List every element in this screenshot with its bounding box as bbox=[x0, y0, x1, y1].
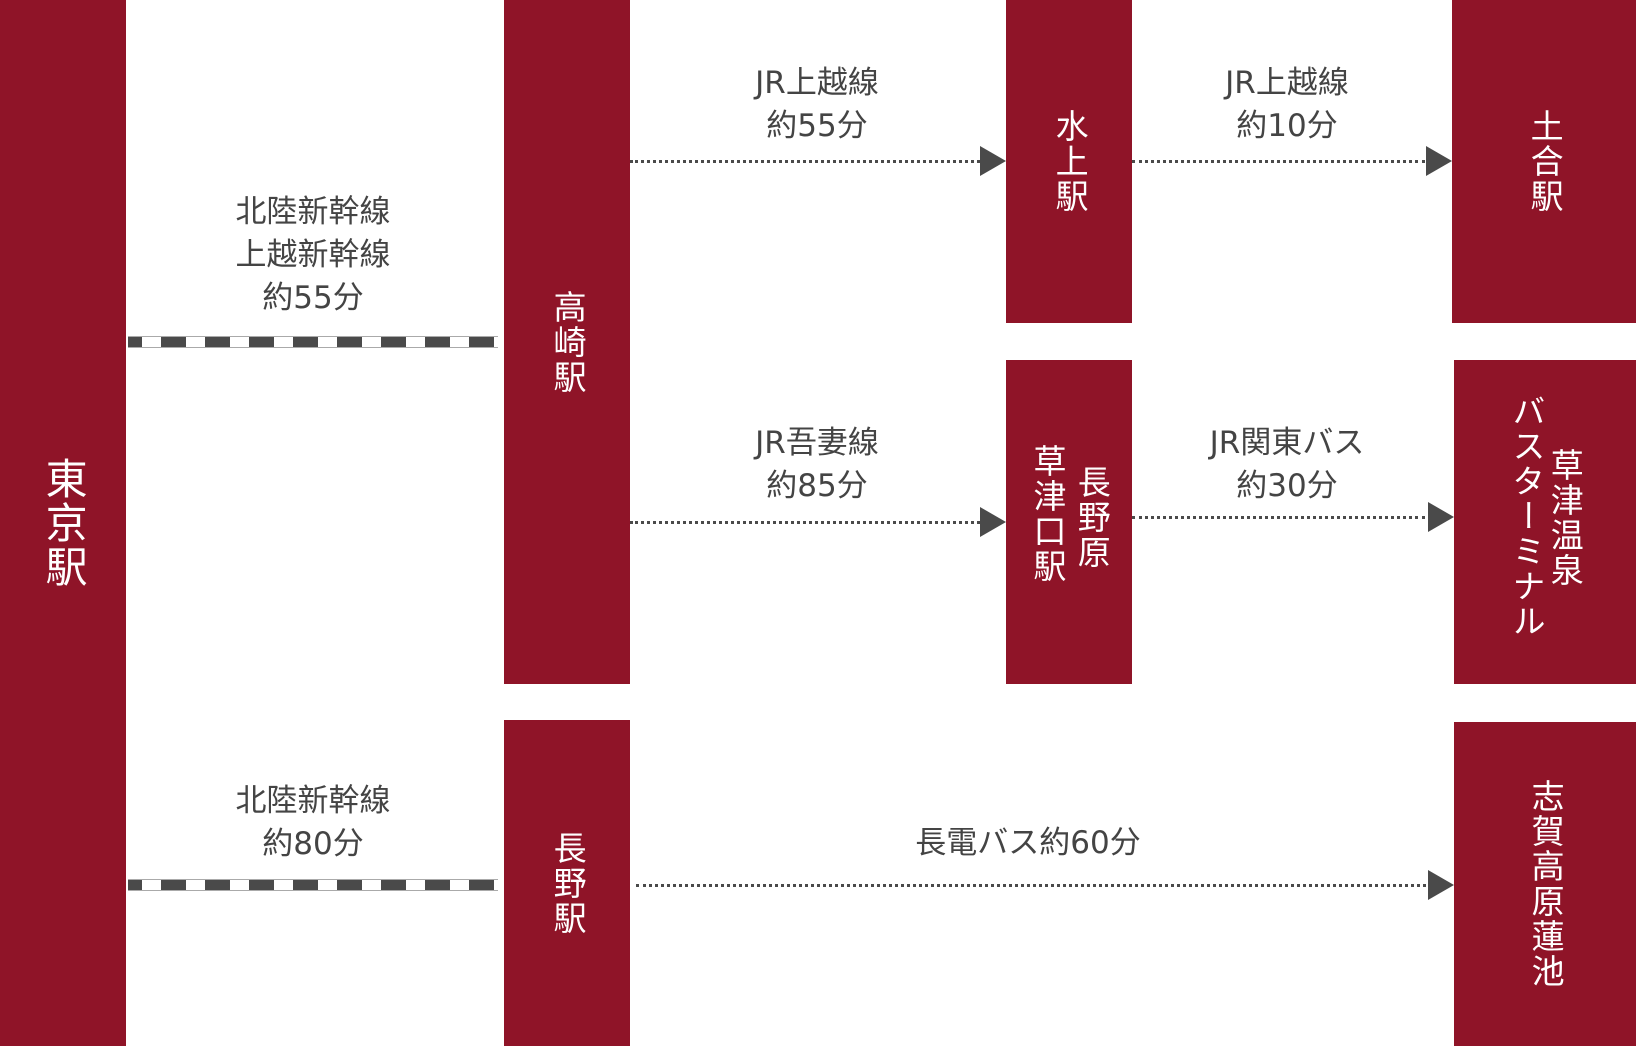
station-label: 志賀高原蓮池 bbox=[1526, 779, 1566, 989]
station-nagano: 長野駅 bbox=[504, 720, 630, 1046]
station-tokyo: 東京駅 bbox=[0, 0, 126, 1046]
station-label: バスターミナル bbox=[1507, 394, 1546, 639]
route-line-minakami-doai bbox=[1132, 160, 1425, 163]
station-shiga-kogen: 志賀高原蓮池 bbox=[1454, 722, 1636, 1046]
arrow-right-icon bbox=[980, 146, 1006, 176]
station-label: 長野駅 bbox=[548, 830, 588, 936]
station-label: 長野原 bbox=[1072, 465, 1112, 570]
station-label: 東京駅 bbox=[39, 457, 89, 589]
line-name: JR上越線 bbox=[755, 65, 879, 101]
line-name: 北陸新幹線 bbox=[235, 194, 391, 230]
arrow-right-icon bbox=[1426, 146, 1452, 176]
arrow-right-icon bbox=[980, 507, 1006, 537]
route-line-naganohara-kusatsu bbox=[1132, 516, 1425, 519]
arrow-right-icon bbox=[1428, 502, 1454, 532]
route-label-tokyo-takasaki: 北陸新幹線 上越新幹線 約55分 bbox=[236, 191, 391, 320]
line-name: JR上越線 bbox=[1225, 65, 1349, 101]
route-label-takasaki-naganohara: JR吾妻線 約85分 bbox=[755, 422, 879, 508]
station-label: 土合駅 bbox=[1525, 109, 1565, 214]
route-label-nagano-shiga: 長電バス約60分 bbox=[915, 822, 1140, 865]
route-label-tokyo-nagano: 北陸新幹線 約80分 bbox=[236, 780, 391, 866]
travel-time: 約30分 bbox=[1236, 468, 1338, 504]
travel-time: 約80分 bbox=[262, 826, 364, 862]
line-name: 北陸新幹線 bbox=[235, 783, 391, 819]
station-label: 草津温泉 bbox=[1545, 448, 1585, 588]
travel-time: 約10分 bbox=[1236, 108, 1338, 144]
travel-time: 約55分 bbox=[766, 108, 868, 144]
shinkansen-line-nagano bbox=[128, 879, 498, 891]
station-label: 草津口駅 bbox=[1028, 444, 1067, 584]
station-label: 水上駅 bbox=[1050, 109, 1090, 214]
station-doai: 土合駅 bbox=[1452, 0, 1636, 323]
station-minakami: 水上駅 bbox=[1006, 0, 1132, 323]
route-label-takasaki-minakami: JR上越線 約55分 bbox=[755, 62, 879, 148]
line-name: JR関東バス bbox=[1209, 425, 1365, 461]
arrow-right-icon bbox=[1428, 870, 1454, 900]
route-label-naganohara-kusatsu: JR関東バス 約30分 bbox=[1210, 422, 1365, 508]
route-line-nagano-shiga bbox=[636, 884, 1426, 887]
line-name: 長電バス約60分 bbox=[915, 825, 1141, 861]
line-name: JR吾妻線 bbox=[755, 425, 879, 461]
travel-time: 約85分 bbox=[766, 468, 868, 504]
route-line-takasaki-naganohara bbox=[630, 521, 980, 524]
shinkansen-line-takasaki bbox=[128, 336, 498, 348]
station-naganohara-kusatsuguchi: 長野原草津口駅 bbox=[1006, 360, 1132, 684]
station-takasaki: 高崎駅 bbox=[504, 0, 630, 684]
station-label: 高崎駅 bbox=[548, 289, 588, 395]
route-label-minakami-doai: JR上越線 約10分 bbox=[1225, 62, 1349, 148]
travel-time: 約55分 bbox=[262, 280, 364, 316]
line-name: 上越新幹線 bbox=[235, 237, 391, 273]
route-line-takasaki-minakami bbox=[630, 160, 980, 163]
station-kusatsu-bus-terminal: 草津温泉バスターミナル bbox=[1454, 360, 1636, 684]
